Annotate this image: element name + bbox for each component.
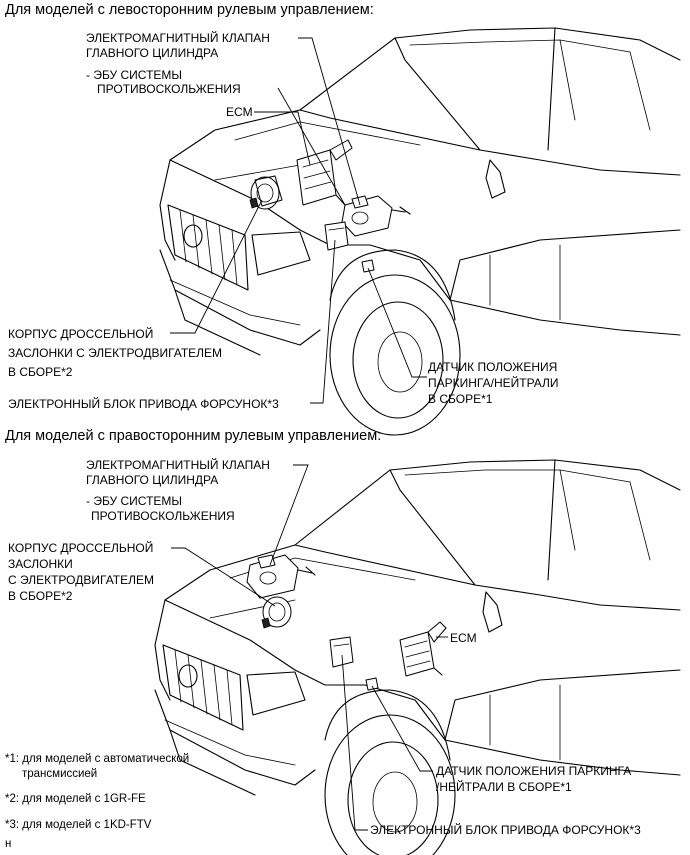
section-heading-rhd: Для моделей с правосторонним рулевым упр… (5, 428, 382, 444)
footnote-1-line2: трансмиссией (22, 768, 98, 780)
brake-valve-label-lhd-line2: ГЛАВНОГО ЦИЛИНДРА (86, 46, 219, 60)
throttle-label-lhd-line3: В СБОРЕ*2 (8, 365, 73, 379)
abs-ecu-label-rhd-line1: - ЭБУ СИСТЕМЫ (86, 494, 183, 508)
throttle-label-rhd-line4: В СБОРЕ*2 (8, 589, 73, 603)
ecm-unit-rhd (399, 621, 447, 677)
footnote-marker: н (5, 838, 12, 850)
ecm-label-lhd: ECM (226, 105, 253, 119)
throttle-body-rhd (261, 596, 292, 629)
injector-driver-rhd (329, 636, 354, 668)
abs-ecu-label-rhd-line2: ПРОТИВОСКОЛЬЖЕНИЯ (91, 509, 235, 523)
vehicle-illustration-rhd (154, 459, 681, 855)
throttle-body-lhd (249, 175, 283, 210)
park-sensor-label-lhd-line2: ПАРКИНГА/НЕЙТРАЛИ (428, 376, 559, 390)
park-sensor-rhd (365, 677, 379, 691)
brake-valve-label-rhd-line1: ЭЛЕКТРОМАГНИТНЫЙ КЛАПАН (86, 458, 270, 472)
park-sensor-lhd (361, 259, 375, 273)
leader-lines-rhd (171, 464, 448, 831)
footnote-1-line1: *1: для моделей с автоматической (5, 753, 190, 765)
park-sensor-label-rhd-line2: /НЕЙТРАЛИ В СБОРЕ*1 (436, 780, 572, 794)
throttle-label-lhd-line2: ЗАСЛОНКИ С ЭЛЕКТРОДВИГАТЕЛЕМ (8, 346, 223, 360)
ecm-label-rhd: ECM (450, 631, 477, 645)
leader-lines-lhd (170, 37, 427, 404)
injector-driver-label-lhd: ЭЛЕКТРОННЫЙ БЛОК ПРИВОДА ФОРСУНОК*3 (8, 397, 279, 411)
injector-driver-label-rhd: ЭЛЕКТРОННЫЙ БЛОК ПРИВОДА ФОРСУНОК*3 (370, 823, 641, 837)
abs-ecu-label-lhd-line2: ПРОТИВОСКОЛЬЖЕНИЯ (97, 82, 241, 96)
throttle-label-lhd-line1: КОРПУС ДРОССЕЛЬНОЙ (8, 327, 154, 341)
throttle-label-rhd-line1: КОРПУС ДРОССЕЛЬНОЙ (8, 541, 154, 555)
park-sensor-label-lhd-line1: ДАТЧИК ПОЛОЖЕНИЯ (428, 360, 558, 374)
brake-actuator-lhd (341, 195, 411, 237)
park-sensor-label-lhd-line3: В СБОРЕ*1 (428, 392, 493, 406)
brake-valve-label-lhd-line1: ЭЛЕКТРОМАГНИТНЫЙ КЛАПАН (86, 31, 270, 45)
throttle-label-rhd-line2: ЗАСЛОНКИ (8, 557, 73, 571)
ecm-unit-lhd (296, 139, 353, 211)
throttle-label-rhd-line3: С ЭЛЕКТРОДВИГАТЕЛЕМ (8, 573, 154, 587)
section-heading-lhd: Для моделей с левосторонним рулевым упра… (5, 2, 374, 18)
injector-driver-lhd (324, 221, 349, 251)
brake-valve-label-rhd-line2: ГЛАВНОГО ЦИЛИНДРА (86, 473, 219, 487)
footnote-2: *2: для моделей с 1GR-FE (5, 793, 146, 805)
park-sensor-label-rhd-line1: ДАТЧИК ПОЛОЖЕНИЯ ПАРКИНГА (436, 764, 632, 778)
brake-actuator-rhd (246, 554, 316, 599)
footnote-3: *3: для моделей с 1KD-FTV (5, 819, 152, 831)
abs-ecu-label-lhd-line1: - ЭБУ СИСТЕМЫ (86, 68, 183, 82)
